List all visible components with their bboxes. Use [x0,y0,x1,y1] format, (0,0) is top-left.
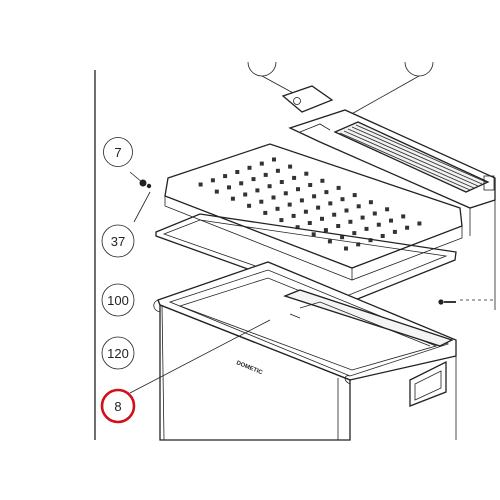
lid-hole [344,246,348,251]
lid-hole [263,210,268,215]
lid-top [164,143,463,281]
lid-hole [380,234,385,238]
lid-hole [251,177,256,182]
leader-line-37 [133,191,151,223]
lid-hole [279,180,284,184]
lid-hole [267,184,272,189]
lid-hole [344,208,349,213]
lid-hole [304,171,309,176]
lid-hole [279,218,284,223]
lid-hole [299,198,304,203]
leader-line-8 [129,319,271,394]
lid-hole [291,213,296,218]
lid-hole [348,219,353,224]
lid-hole [288,164,293,169]
lid-hole [356,242,361,247]
lid-hole [214,189,219,194]
lid-hole [417,221,422,226]
lid-hole [275,206,280,211]
lid-hole [198,182,203,187]
callout-120[interactable]: 120 [101,336,135,370]
lid-hole [239,181,244,186]
lid-hole [328,201,333,206]
lid-hole [275,168,280,173]
screw-7 [139,179,152,189]
lid-hole [210,178,215,183]
lid-hole [271,195,276,200]
callout-120-label: 120 [107,346,129,361]
lid-hole [296,187,300,192]
callout-partial-top-right [404,61,434,77]
lid-hole [336,185,341,190]
lid-hole [352,193,357,198]
lid-hole [292,175,297,180]
lid-hole [283,191,288,196]
lid-hole [223,174,228,179]
lid-hole [308,183,313,187]
lid-hole [368,238,373,243]
lid-hole [263,172,268,177]
lid-hole [227,185,231,190]
callout-7-label: 7 [114,145,121,160]
lid-hole [316,205,321,210]
callout-100[interactable]: 100 [101,283,135,317]
lid-hole [259,199,264,204]
lid-hole [295,225,300,230]
lid-hole [340,235,345,240]
lid-hole [243,192,248,197]
lid-hole [376,222,381,227]
lid-hole [272,157,276,162]
lid-hole [247,203,252,208]
callout-8-highlighted[interactable]: 8 [100,388,136,424]
lid-hole [340,197,345,202]
leader-line-7 [129,171,144,184]
callout-7[interactable]: 7 [103,137,133,167]
cooler-body [153,261,457,441]
lid-hole [287,202,292,207]
lid-hole [356,204,361,209]
lid-hole [392,229,397,234]
lid-hole [332,212,337,217]
lid-perforation-grid [198,157,422,251]
lid-hole [324,190,329,195]
lid-hole [360,215,365,220]
lid-hole [385,207,390,212]
lid-hole [320,216,324,221]
lid-hole [368,200,373,205]
lid-hole [230,196,235,201]
callout-8-label: 8 [114,399,121,414]
lid-hole [247,165,252,170]
lid-hole [307,221,312,225]
lid-hole [352,231,357,236]
callout-100-label: 100 [107,293,129,308]
lid-hole [405,225,410,230]
lid-hole [336,224,341,228]
lid-hole [372,211,377,216]
lid-hole [327,239,332,244]
callout-partial-top-left [247,61,277,77]
lid-hole [389,218,393,223]
lid-hole [401,214,406,219]
screw-rear [438,299,456,305]
hinge-plate [261,75,334,113]
lid-hole [320,178,325,183]
lid-hole [303,209,308,214]
callout-37[interactable]: 37 [101,224,135,258]
lid-hole [312,194,317,199]
vent-grille [339,124,487,191]
lid-hole [364,226,369,231]
lid-hole [235,170,240,174]
lid-hole [255,188,260,193]
rear-housing [288,75,496,310]
lid-hole [311,232,316,237]
lid-hole [323,228,328,233]
lid-hole [259,161,264,166]
callout-37-label: 37 [111,234,125,249]
